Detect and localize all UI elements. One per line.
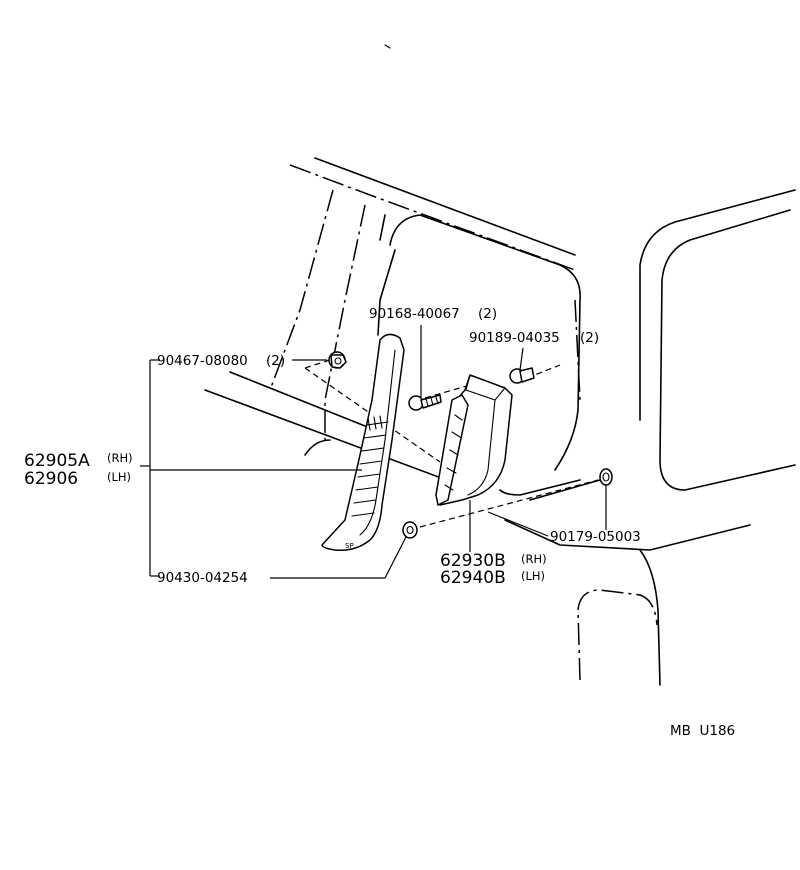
part-number-90168: 90168-40067 <box>369 306 460 322</box>
svg-text:SP: SP <box>345 542 354 550</box>
part-side-lh-62940b: (LH) <box>521 569 545 583</box>
diagram-reference-code: MB U186 <box>670 723 735 739</box>
part-number-62930b: 62930B <box>440 551 506 571</box>
screw-90168-part <box>408 394 442 411</box>
part-number-62906: 62906 <box>24 469 78 489</box>
part-number-62940b: 62940B <box>440 568 506 588</box>
part-number-90189: 90189-04035 <box>469 330 560 346</box>
part-number-62905a: 62905A <box>24 451 90 471</box>
vent-garnish-part: SP <box>321 333 405 552</box>
part-side-lh-62906: (LH) <box>107 470 131 484</box>
vehicle-body-outline <box>204 44 796 686</box>
vent-duct-part <box>435 374 513 506</box>
grommet-90179-part <box>599 468 613 486</box>
clip-90467-part <box>328 351 347 369</box>
nut-90430-part <box>402 521 418 539</box>
clip-90189-part <box>509 367 535 384</box>
part-side-rh-62905a: (RH) <box>107 451 133 465</box>
leader-lines <box>140 325 607 579</box>
part-qty-90168: (2) <box>478 306 497 322</box>
part-side-rh-62930b: (RH) <box>521 552 547 566</box>
part-number-90467: 90467-08080 <box>157 353 248 369</box>
part-labels: 90467-08080 (2) 90168-40067 (2) 90189-04… <box>24 306 735 739</box>
part-number-90179: 90179-05003 <box>550 529 641 545</box>
part-qty-90467: (2) <box>266 353 285 369</box>
part-qty-90189: (2) <box>580 330 599 346</box>
part-number-90430: 90430-04254 <box>157 570 248 586</box>
